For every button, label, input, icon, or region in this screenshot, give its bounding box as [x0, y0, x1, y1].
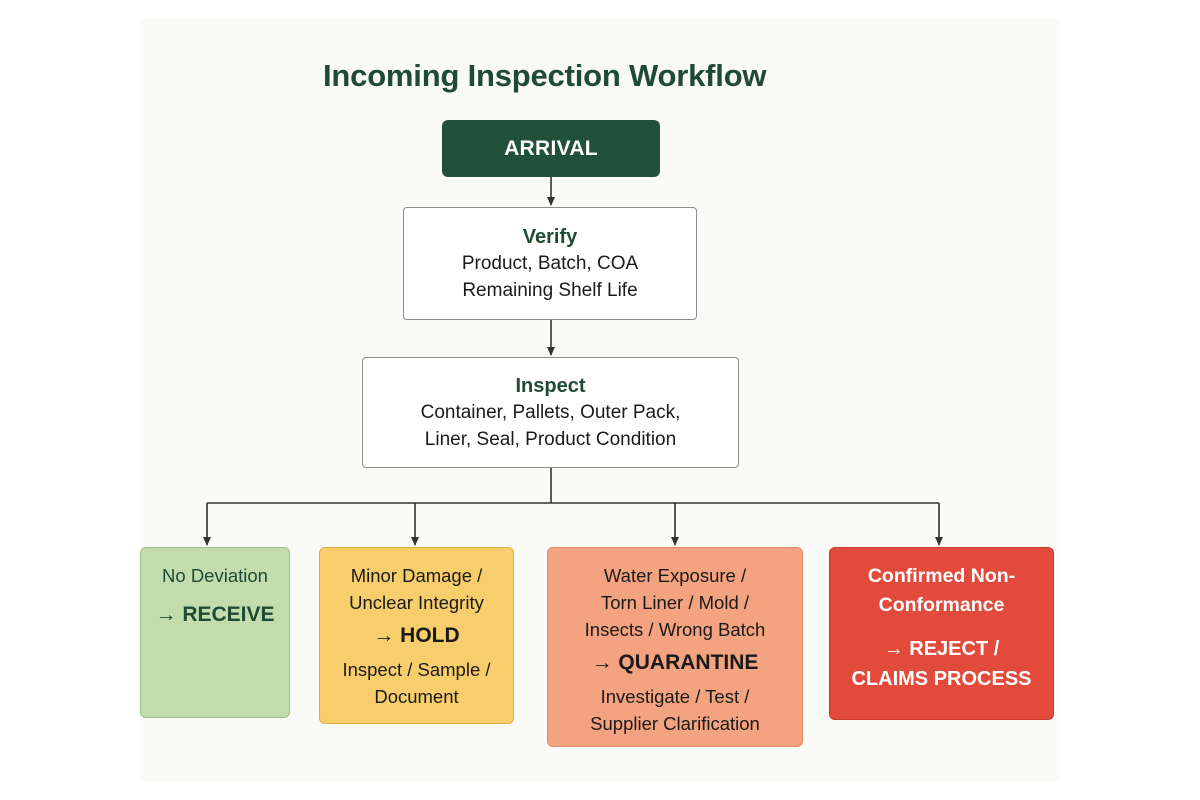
arrival-label: ARRIVAL: [504, 136, 598, 160]
inspect-line: Liner, Seal, Product Condition: [424, 428, 677, 450]
outcome-condition: Water Exposure /: [603, 565, 747, 586]
verify-node: Verify Product, Batch, COA Remaining She…: [403, 207, 697, 320]
inspect-node: Inspect Container, Pallets, Outer Pack, …: [362, 357, 739, 468]
outcome-quarantine: Water Exposure / Torn Liner / Mold / Ins…: [547, 547, 803, 747]
outcome-action: → QUARANTINE: [591, 651, 759, 674]
outcome-condition: Insects / Wrong Batch: [584, 619, 766, 640]
outcome-condition: Unclear Integrity: [349, 592, 484, 613]
outcome-action: CLAIMS PROCESS: [851, 668, 1032, 690]
outcome-action: → RECEIVE: [155, 603, 275, 626]
outcome-action: → REJECT /: [883, 638, 1000, 660]
outcome-subtext: Supplier Clarification: [590, 713, 760, 734]
outcome-receive: No Deviation → RECEIVE: [140, 547, 290, 718]
outcome-condition: Minor Damage /: [350, 565, 483, 586]
arrival-node: ARRIVAL: [442, 120, 660, 177]
outcome-condition: No Deviation: [162, 565, 268, 586]
verify-heading: Verify: [522, 225, 578, 248]
outcome-condition: Torn Liner / Mold /: [600, 592, 750, 613]
outcome-condition: Confirmed Non-: [867, 565, 1016, 587]
verify-line: Product, Batch, COA: [461, 252, 639, 274]
outcome-hold: Minor Damage / Unclear Integrity → HOLD …: [319, 547, 514, 724]
outcome-subtext: Investigate / Test /: [600, 686, 750, 707]
outcome-condition: Conformance: [878, 594, 1005, 616]
outcome-subtext: Document: [374, 686, 459, 707]
diagram-title: Incoming Inspection Workflow: [323, 58, 767, 93]
verify-line: Remaining Shelf Life: [462, 279, 638, 301]
outcome-subtext: Inspect / Sample /: [342, 659, 491, 680]
outcome-reject: Confirmed Non- Conformance → REJECT / CL…: [829, 547, 1054, 720]
inspect-line: Container, Pallets, Outer Pack,: [420, 401, 681, 423]
outcome-action: → HOLD: [373, 624, 460, 647]
inspect-heading: Inspect: [515, 374, 586, 397]
